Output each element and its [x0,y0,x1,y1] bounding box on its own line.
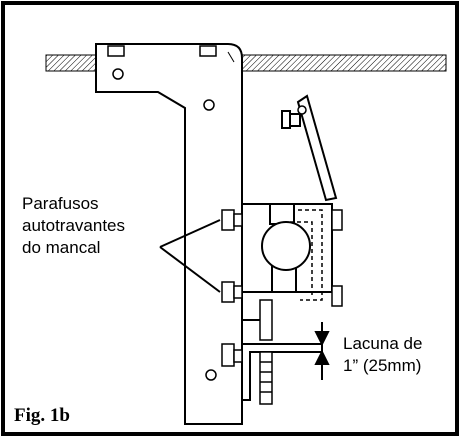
figure-caption: Fig. 1b [14,405,70,426]
bearing-housing [241,203,333,301]
main-bracket [95,43,243,425]
bracket-top-bolts [107,45,217,381]
bolts-label-line2: autotravantes [22,216,126,235]
lower-adjuster [221,299,323,405]
gap-dimension-arrows [314,322,330,380]
gap-label-line1: Lacuna de [343,334,423,353]
bearing-lock-bolts [221,209,343,307]
pivot-arm [281,94,338,202]
bolts-label-line1: Parafusos [22,194,99,213]
gap-label-line2: 1” (25mm) [343,356,422,375]
figure-frame [1,1,459,436]
bolts-leader-lines [159,219,221,293]
bolts-label-line3: do mancal [22,238,101,257]
